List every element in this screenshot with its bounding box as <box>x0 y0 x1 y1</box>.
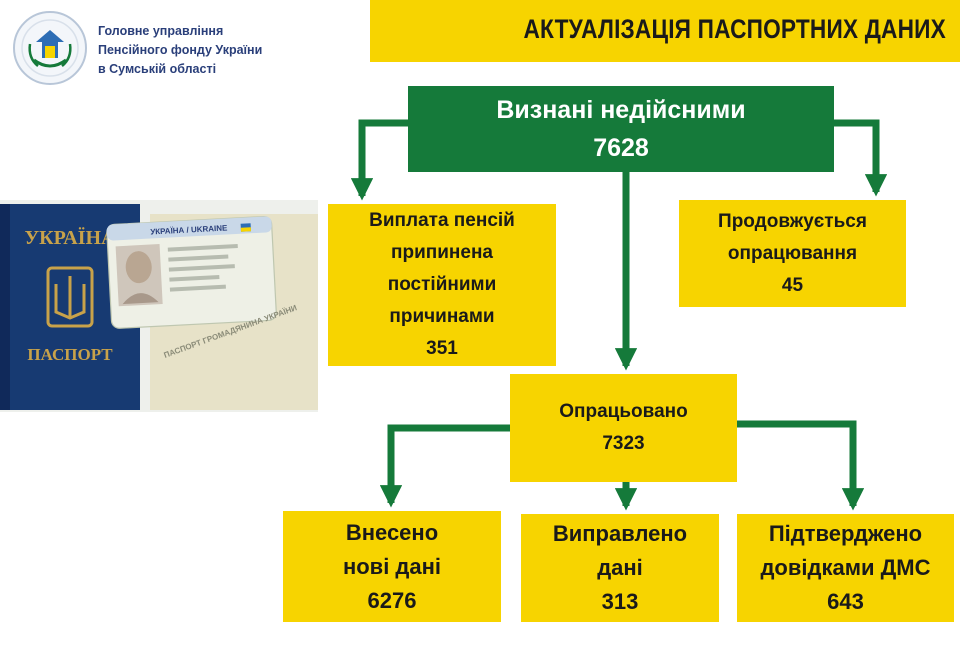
corrected-node-value: 313 <box>601 589 639 614</box>
confirmed-node-line: довідками ДМС <box>760 555 931 580</box>
arrow-processed-to-confirmed <box>737 420 865 511</box>
new-data-node-value: 6276 <box>367 587 417 613</box>
arrow-root-to-continuing <box>834 119 888 197</box>
arrow-processed-to-new-data <box>379 424 510 508</box>
passport-word-text: ПАСПОРТ <box>27 345 113 364</box>
root-node-label: Визнані недійсними <box>496 96 746 124</box>
continuing-node-line: опрацювання <box>727 242 858 264</box>
corrected-node: Виправлено дані 313 <box>521 514 719 622</box>
page-title: АКТУАЛІЗАЦІЯ ПАСПОРТНИХ ДАНИХ <box>523 14 946 44</box>
id-card-heading-text: УКРАЇНА / UKRAINE <box>150 223 228 236</box>
stopped-node: Виплата пенсій припинена постійними прич… <box>328 204 556 366</box>
new-data-node: Внесено нові дані 6276 <box>283 511 501 622</box>
stopped-node-value: 351 <box>426 338 458 359</box>
confirmed-node: Підтверджено довідками ДМС 643 <box>737 514 954 622</box>
organization-name-line: Пенсійного фонду України <box>98 43 263 57</box>
organization-name: Головне управління Пенсійного фонду Укра… <box>98 22 318 79</box>
continuing-node: Продовжується опрацювання 45 <box>679 200 906 307</box>
processed-node-label: Опрацьовано <box>559 401 688 422</box>
trident-icon <box>46 266 94 328</box>
organization-name-line: в Сумській області <box>98 62 217 76</box>
continuing-node-value: 45 <box>781 274 804 296</box>
stopped-node-line: причинами <box>389 306 495 327</box>
new-data-node-line: нові дані <box>342 553 442 579</box>
corrected-node-line: Виправлено <box>552 521 688 546</box>
root-node-value: 7628 <box>593 134 649 162</box>
arrow-root-to-stopped <box>350 119 408 201</box>
pension-fund-emblem-icon <box>13 11 87 85</box>
organization-header: Головне управління Пенсійного фонду Укра… <box>12 10 312 90</box>
confirmed-node-value: 643 <box>827 589 864 614</box>
stopped-node-line: припинена <box>390 242 493 263</box>
corrected-node-line: дані <box>597 555 643 580</box>
title-bar: АКТУАЛІЗАЦІЯ ПАСПОРТНИХ ДАНИХ <box>370 0 960 62</box>
confirmed-node-line: Підтверджено <box>768 521 923 546</box>
passport-photo: УКРАЇНА ПАСПОРТ УКРАЇНА / UKRAINE ПАСПОР… <box>0 200 318 412</box>
new-data-node-line: Внесено <box>345 519 439 545</box>
stopped-node-line: Виплата пенсій <box>369 210 515 231</box>
organization-name-line: Головне управління <box>98 24 224 38</box>
root-node: Визнані недійсними 7628 <box>408 86 834 172</box>
processed-node-value: 7323 <box>602 433 645 454</box>
processed-node: Опрацьовано 7323 <box>510 374 737 482</box>
passport-country-text: УКРАЇНА <box>24 226 116 249</box>
stopped-node-line: постійними <box>387 274 497 295</box>
continuing-node-line: Продовжується <box>718 210 867 232</box>
